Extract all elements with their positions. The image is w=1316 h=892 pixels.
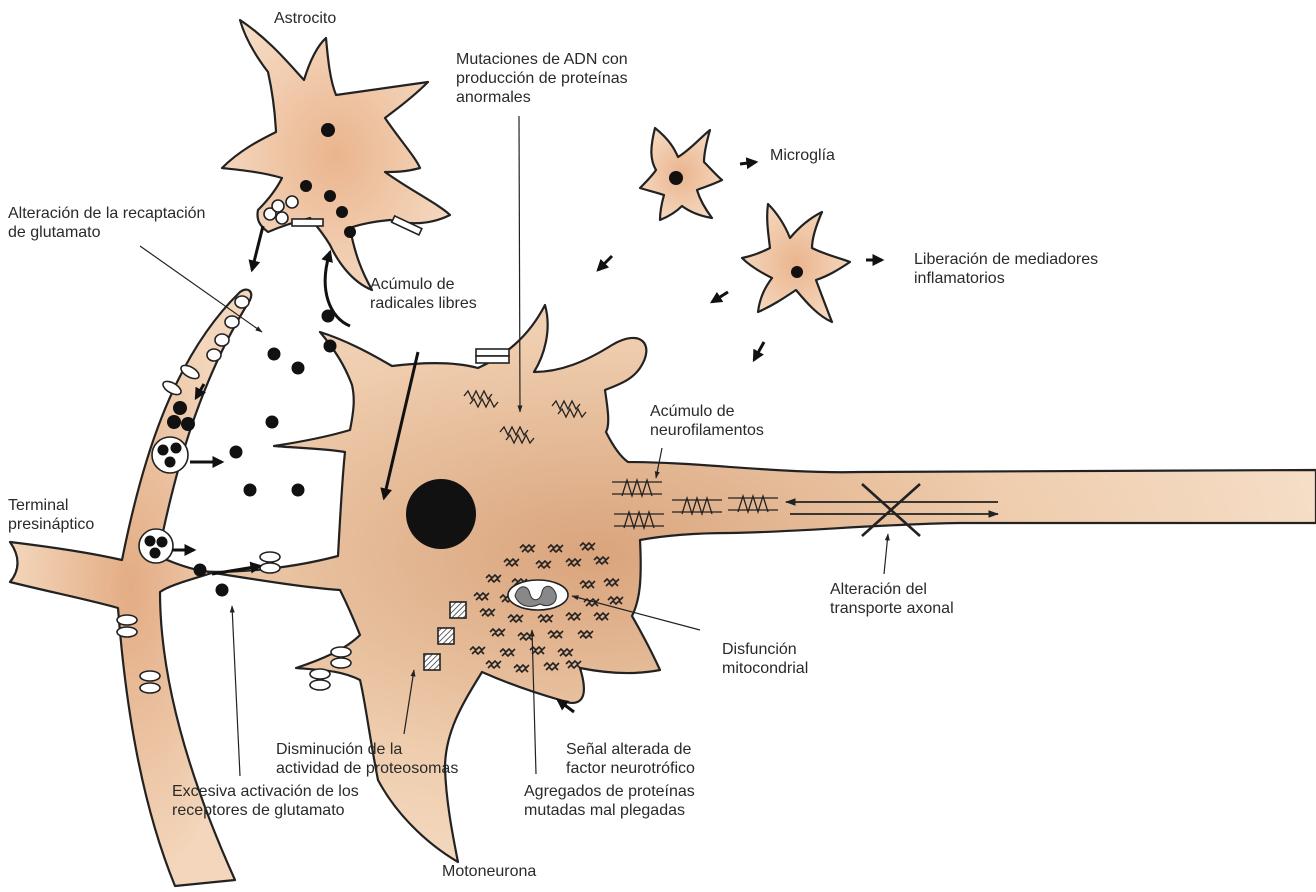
label-terminal: Terminal presináptico	[8, 496, 94, 534]
microglia-large	[742, 204, 850, 322]
label-astrocito: Astrocito	[274, 9, 336, 28]
label-proteosomas: Disminución de la actividad de proteosom…	[276, 740, 458, 778]
microglia-small-nucleus	[669, 171, 683, 185]
label-neurofilamentos: Acúmulo de neurofilamentos	[650, 402, 764, 440]
label-radicales: Acúmulo de radicales libres	[370, 275, 477, 313]
label-neurotrofico: Señal alterada de factor neurotrófico	[566, 740, 695, 778]
nucleus	[406, 479, 476, 549]
microglia-large-nucleus	[791, 266, 803, 278]
astrocyte-transporter-left	[292, 219, 323, 226]
astrocyte-nucleus	[321, 123, 335, 137]
mitochondrion	[508, 580, 568, 610]
label-mutaciones: Mutaciones de ADN con producción de prot…	[456, 50, 628, 107]
label-microglia: Microglía	[770, 146, 835, 165]
label-receptores: Excesiva activación de los receptores de…	[172, 782, 359, 820]
motor-neuron	[208, 305, 1316, 862]
label-mitocondrial: Disfunción mitocondrial	[722, 640, 808, 678]
label-transporte: Alteración del transporte axonal	[830, 580, 954, 618]
label-recaptacion: Alteración de la recaptación de glutamat…	[8, 204, 205, 242]
label-motoneurona: Motoneurona	[442, 862, 536, 881]
label-agregados: Agregados de proteínas mutadas mal plega…	[524, 782, 695, 820]
label-mediadores: Liberación de mediadores inflamatorios	[914, 250, 1098, 288]
